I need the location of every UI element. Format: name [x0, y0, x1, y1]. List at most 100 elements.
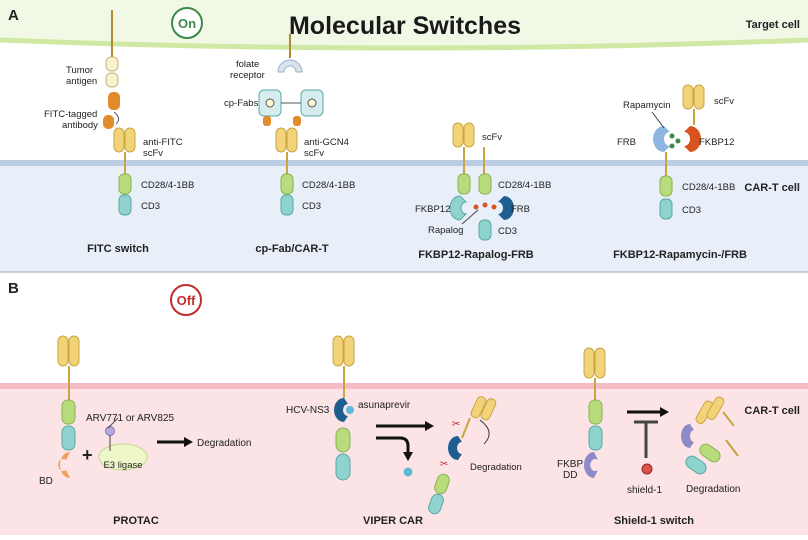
scfv-protac-2 — [68, 335, 80, 367]
target-cell-membrane — [0, 37, 808, 51]
target-cell-label: Target cell — [746, 19, 800, 31]
scfv-rapamycin-2 — [693, 84, 705, 110]
on-badge-circle — [171, 7, 203, 39]
scfv-fitc-2 — [124, 127, 136, 153]
fragment-hinge — [461, 417, 471, 439]
scfv-label-rapalog: scFv — [482, 132, 502, 143]
rapalog-molecule — [473, 204, 479, 210]
rapamycin-pointer — [651, 111, 665, 129]
bd-label: BD — [39, 476, 53, 487]
fragment-cd3 — [428, 493, 444, 515]
target-cell-area — [0, 0, 808, 48]
fkbp12-domain-rapalog — [449, 195, 468, 221]
fkbp-dd-label-2: DD — [563, 470, 577, 481]
scfv-viper-1 — [332, 335, 344, 367]
caption-rapalog: FKBP12-Rapalog-FRB — [418, 249, 534, 261]
cpfab-construct — [258, 34, 324, 216]
rapalog-pointer — [461, 209, 479, 225]
cd28-domain-cpfab — [280, 173, 294, 195]
fragment-dd — [681, 424, 694, 448]
arrowhead-shield — [660, 407, 669, 417]
e3-ligase-label: E3 ligase — [103, 460, 142, 471]
cd3-domain-viper — [335, 453, 351, 481]
cp-fabs-label: cp-Fabs — [224, 98, 259, 109]
rapalog-molecule — [491, 204, 497, 210]
fragment-scfv-shield — [706, 396, 725, 420]
panel-a: A On Molecular Switches Target cell CAR-… — [0, 0, 808, 273]
arv-molecule — [105, 426, 115, 436]
on-badge-label: On — [178, 16, 196, 31]
viper-construct: ✂ ✂ — [332, 335, 497, 515]
degradation-label-shield: Degradation — [686, 484, 740, 495]
cart-membrane-b — [0, 383, 808, 389]
fitc-antibody-domain — [108, 92, 120, 110]
rapamycin-molecule — [669, 143, 675, 149]
hcv-ns3-domain — [334, 398, 348, 422]
cd28-label-rapamycin: CD28/4-1BB — [682, 182, 735, 193]
cd3-label-rapamycin: CD3 — [682, 205, 701, 216]
rapamycin-construct — [651, 84, 705, 220]
cd28-domain-shield — [588, 399, 603, 425]
asunaprevir-free — [403, 467, 413, 477]
caption-fitc: FITC switch — [87, 243, 149, 255]
asunaprevir-label: asunaprevir — [358, 400, 411, 411]
cd3-label-rapalog: CD3 — [498, 226, 517, 237]
rapalog-molecule — [482, 202, 488, 208]
cart-cell-area-a — [0, 163, 808, 272]
cp-fab-tag — [307, 98, 317, 108]
caption-rapamycin: FKBP12-Rapamycin-/FRB — [613, 249, 747, 261]
scfv-rapalog-1 — [452, 122, 464, 148]
scfv-protac-1 — [57, 335, 69, 367]
fragment-curve — [479, 419, 490, 445]
fkbp-dd-domain — [584, 452, 598, 478]
cd28-domain-rapalog-b — [478, 173, 492, 195]
degradation-arrowhead-protac — [184, 437, 193, 447]
arv-label-pointer — [107, 417, 119, 429]
cart-cell-label-b: CAR-T cell — [744, 405, 800, 417]
fkbp12-label-rapamycin: FKBP12 — [699, 137, 734, 148]
scissors-icon: ✂ — [440, 459, 448, 470]
asunaprevir-molecule — [346, 406, 354, 414]
panel-b-top-background — [0, 273, 808, 385]
shield-construct — [583, 347, 739, 478]
protac-construct — [57, 335, 193, 478]
figure-title: Molecular Switches — [289, 12, 521, 40]
cd28-label-fitc: CD28/4-1BB — [141, 180, 194, 191]
shield1-label: shield-1 — [627, 485, 662, 496]
frb-domain-rapamycin — [653, 126, 670, 152]
cd3-domain-cpfab — [280, 194, 294, 216]
rapalog-construct — [449, 122, 514, 241]
arrowhead-viper-top — [425, 421, 434, 431]
fitc-linker — [113, 111, 120, 125]
cd3-label-cpfab: CD3 — [302, 201, 321, 212]
scfv-viper-2 — [343, 335, 355, 367]
e3-ligase-shape — [98, 443, 148, 471]
cd28-domain-rapamycin — [659, 175, 673, 197]
cd28-domain-viper — [335, 427, 351, 453]
bd-domain-protac — [58, 452, 70, 478]
rapalog-label: Rapalog — [428, 225, 463, 236]
gcn4-peptide — [293, 116, 301, 126]
scfv-cpfab-2 — [286, 127, 298, 153]
scissors-icon: ✂ — [452, 419, 460, 430]
fragment-scfv — [470, 396, 487, 419]
off-badge-label: Off — [177, 293, 196, 308]
fragment-line-shield — [725, 439, 739, 457]
cd3-domain-rapalog — [478, 219, 492, 241]
rapamycin-label: Rapamycin — [623, 100, 671, 111]
frb-label-rapalog: FRB — [511, 204, 530, 215]
cd3-domain-shield — [588, 425, 603, 451]
cart-cell-label-a: CAR-T cell — [744, 182, 800, 194]
degradation-label-protac: Degradation — [197, 438, 251, 449]
scfv-rapamycin-1 — [682, 84, 694, 110]
fragment-hinge-shield — [722, 411, 735, 427]
cd28-domain-rapalog-a — [457, 173, 471, 195]
scfv-shield-2 — [594, 347, 606, 379]
fragment-scfv — [480, 398, 497, 421]
shield1-molecule — [641, 463, 653, 475]
